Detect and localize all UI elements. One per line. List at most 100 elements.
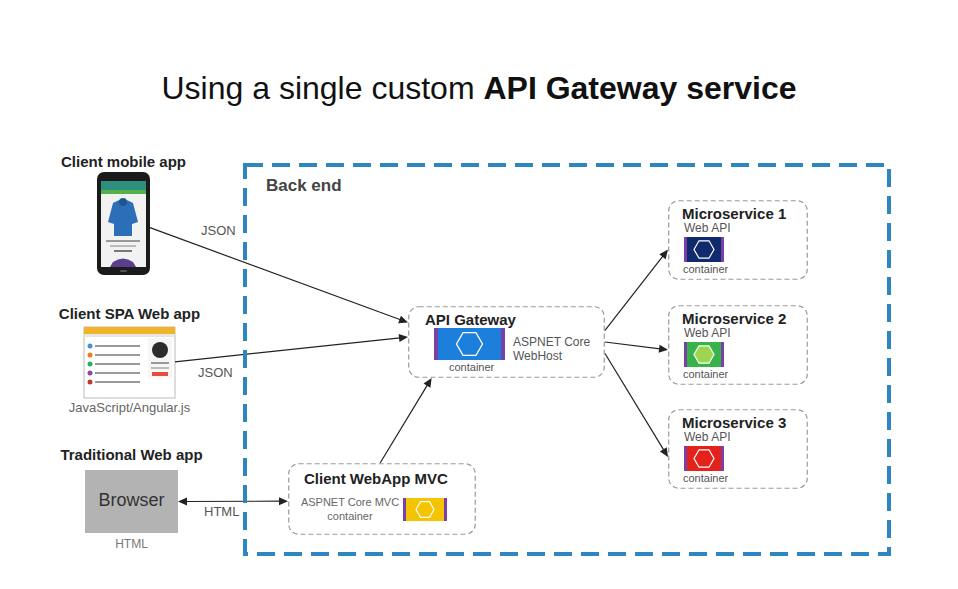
- dashed-border: [669, 410, 808, 489]
- spa-screenshot-part: [95, 363, 140, 365]
- node-text: container: [683, 263, 728, 276]
- connector: [605, 354, 668, 457]
- connector: [605, 342, 668, 353]
- node-text: ASPNET Core MVC container: [300, 496, 400, 524]
- connector-line: [605, 256, 663, 331]
- spa-screenshot-part: [151, 362, 169, 364]
- spa-screenshot-part: [148, 338, 172, 378]
- container-icon-part: [694, 241, 714, 258]
- arrow-head: [659, 345, 668, 353]
- container-icon-part: [721, 237, 724, 262]
- spa-screenshot-part: [84, 327, 175, 334]
- spa-screenshot-part: [152, 342, 168, 358]
- container-icon-part: [403, 498, 447, 521]
- container-icon-part: [403, 498, 406, 521]
- node-text: container: [683, 472, 728, 485]
- container-icon-part: [434, 328, 438, 360]
- dashed-border: [289, 464, 476, 535]
- arrow-head: [424, 378, 432, 388]
- spa-screenshot: [84, 327, 175, 398]
- node-heading: API Gateway: [425, 311, 516, 328]
- connector: [380, 378, 432, 463]
- client-app: Client SPA Web appJavaScript/Angular.js: [84, 327, 175, 398]
- service-box: Microservice 2Web API container: [668, 305, 808, 385]
- node-text: container: [449, 361, 494, 374]
- container-icon: [434, 328, 505, 360]
- backend-region: Back endMicroservice 1Web APIcontainerAP…: [243, 163, 891, 556]
- service-box: Microservice 1Web API container: [668, 200, 808, 280]
- connector-line: [175, 338, 400, 362]
- container-icon-part: [416, 502, 434, 518]
- phone-illustration-part: [101, 181, 146, 267]
- arrow-head: [399, 334, 408, 342]
- container-icon-part: [684, 446, 724, 471]
- node-heading: Microservice 1: [682, 205, 786, 222]
- gateway-box: API GatewayASPNET Core WebHost container: [408, 306, 605, 378]
- node-heading: Microservice 2: [682, 310, 786, 327]
- container-icon-part: [721, 446, 724, 471]
- spa-screenshot-part: [95, 381, 140, 383]
- phone-illustration: [97, 172, 150, 275]
- spa-screenshot-part: [88, 371, 93, 376]
- phone-illustration-part: [110, 245, 136, 247]
- container-icon-part: [694, 346, 714, 363]
- phone-illustration-part: [110, 259, 136, 268]
- phone-illustration-part: [97, 172, 150, 275]
- browser-box: Traditional Web appBrowserHTML: [85, 470, 178, 533]
- connector-line: [605, 342, 660, 349]
- connector-line: [186, 501, 280, 502]
- phone-illustration-part: [114, 250, 132, 252]
- container-icon: [684, 342, 724, 367]
- client-app: Client mobile app: [97, 172, 150, 275]
- dashed-border: [669, 306, 808, 385]
- edge-label: JSON: [199, 224, 238, 239]
- dashed-border: [669, 201, 808, 280]
- spa-screenshot-part: [88, 353, 93, 358]
- connector: [605, 250, 668, 331]
- container-icon-part: [684, 446, 687, 471]
- connector-line: [380, 385, 427, 463]
- arrow-head: [279, 497, 288, 505]
- phone-illustration-part: [101, 190, 146, 194]
- node-text: ASPNET Core WebHost: [513, 335, 597, 364]
- node-text: Web API: [684, 222, 730, 236]
- node-text: JavaScript/Angular.js: [69, 401, 190, 416]
- container-icon-part: [684, 237, 724, 262]
- container-icon-part: [694, 450, 714, 467]
- container-icon-part: [457, 333, 483, 356]
- container-icon-part: [684, 342, 687, 367]
- diagram-title: Using a single custom API Gateway servic…: [0, 70, 958, 107]
- arrow-head: [660, 447, 668, 457]
- node-text: Web API: [684, 431, 730, 445]
- node-text: HTML: [115, 538, 148, 552]
- phone-illustration-part: [119, 198, 127, 206]
- node-text: Web API: [684, 327, 730, 341]
- arrow-head: [178, 497, 187, 505]
- spa-screenshot-part: [84, 327, 175, 398]
- node-heading: Client mobile app: [61, 153, 186, 170]
- container-icon-part: [444, 498, 447, 521]
- container-icon: [403, 498, 447, 521]
- spa-screenshot-part: [151, 367, 169, 369]
- webapp-box: Client WebApp MVCASPNET Core MVC contain…: [288, 463, 476, 535]
- edge-label: HTML: [202, 505, 241, 520]
- container-icon-part: [721, 342, 724, 367]
- connector: [175, 334, 408, 362]
- container-icon-part: [434, 328, 505, 360]
- node-heading: Microservice 3: [682, 414, 786, 431]
- node-text: container: [683, 368, 728, 381]
- spa-screenshot-part: [84, 334, 175, 337]
- node-heading: Traditional Web app: [60, 446, 202, 463]
- dashed-border: [409, 307, 605, 378]
- container-icon: [684, 237, 724, 262]
- phone-illustration-part: [120, 270, 127, 272]
- title-bold-part: API Gateway service: [483, 70, 796, 106]
- dashed-border: [245, 165, 889, 554]
- arrow-head: [398, 316, 408, 324]
- phone-illustration-part: [106, 240, 140, 242]
- spa-screenshot-part: [95, 354, 140, 356]
- node-text: Browser: [98, 490, 164, 511]
- node-heading: Back end: [266, 176, 342, 196]
- spa-screenshot-part: [95, 372, 140, 374]
- container-icon-part: [501, 328, 505, 360]
